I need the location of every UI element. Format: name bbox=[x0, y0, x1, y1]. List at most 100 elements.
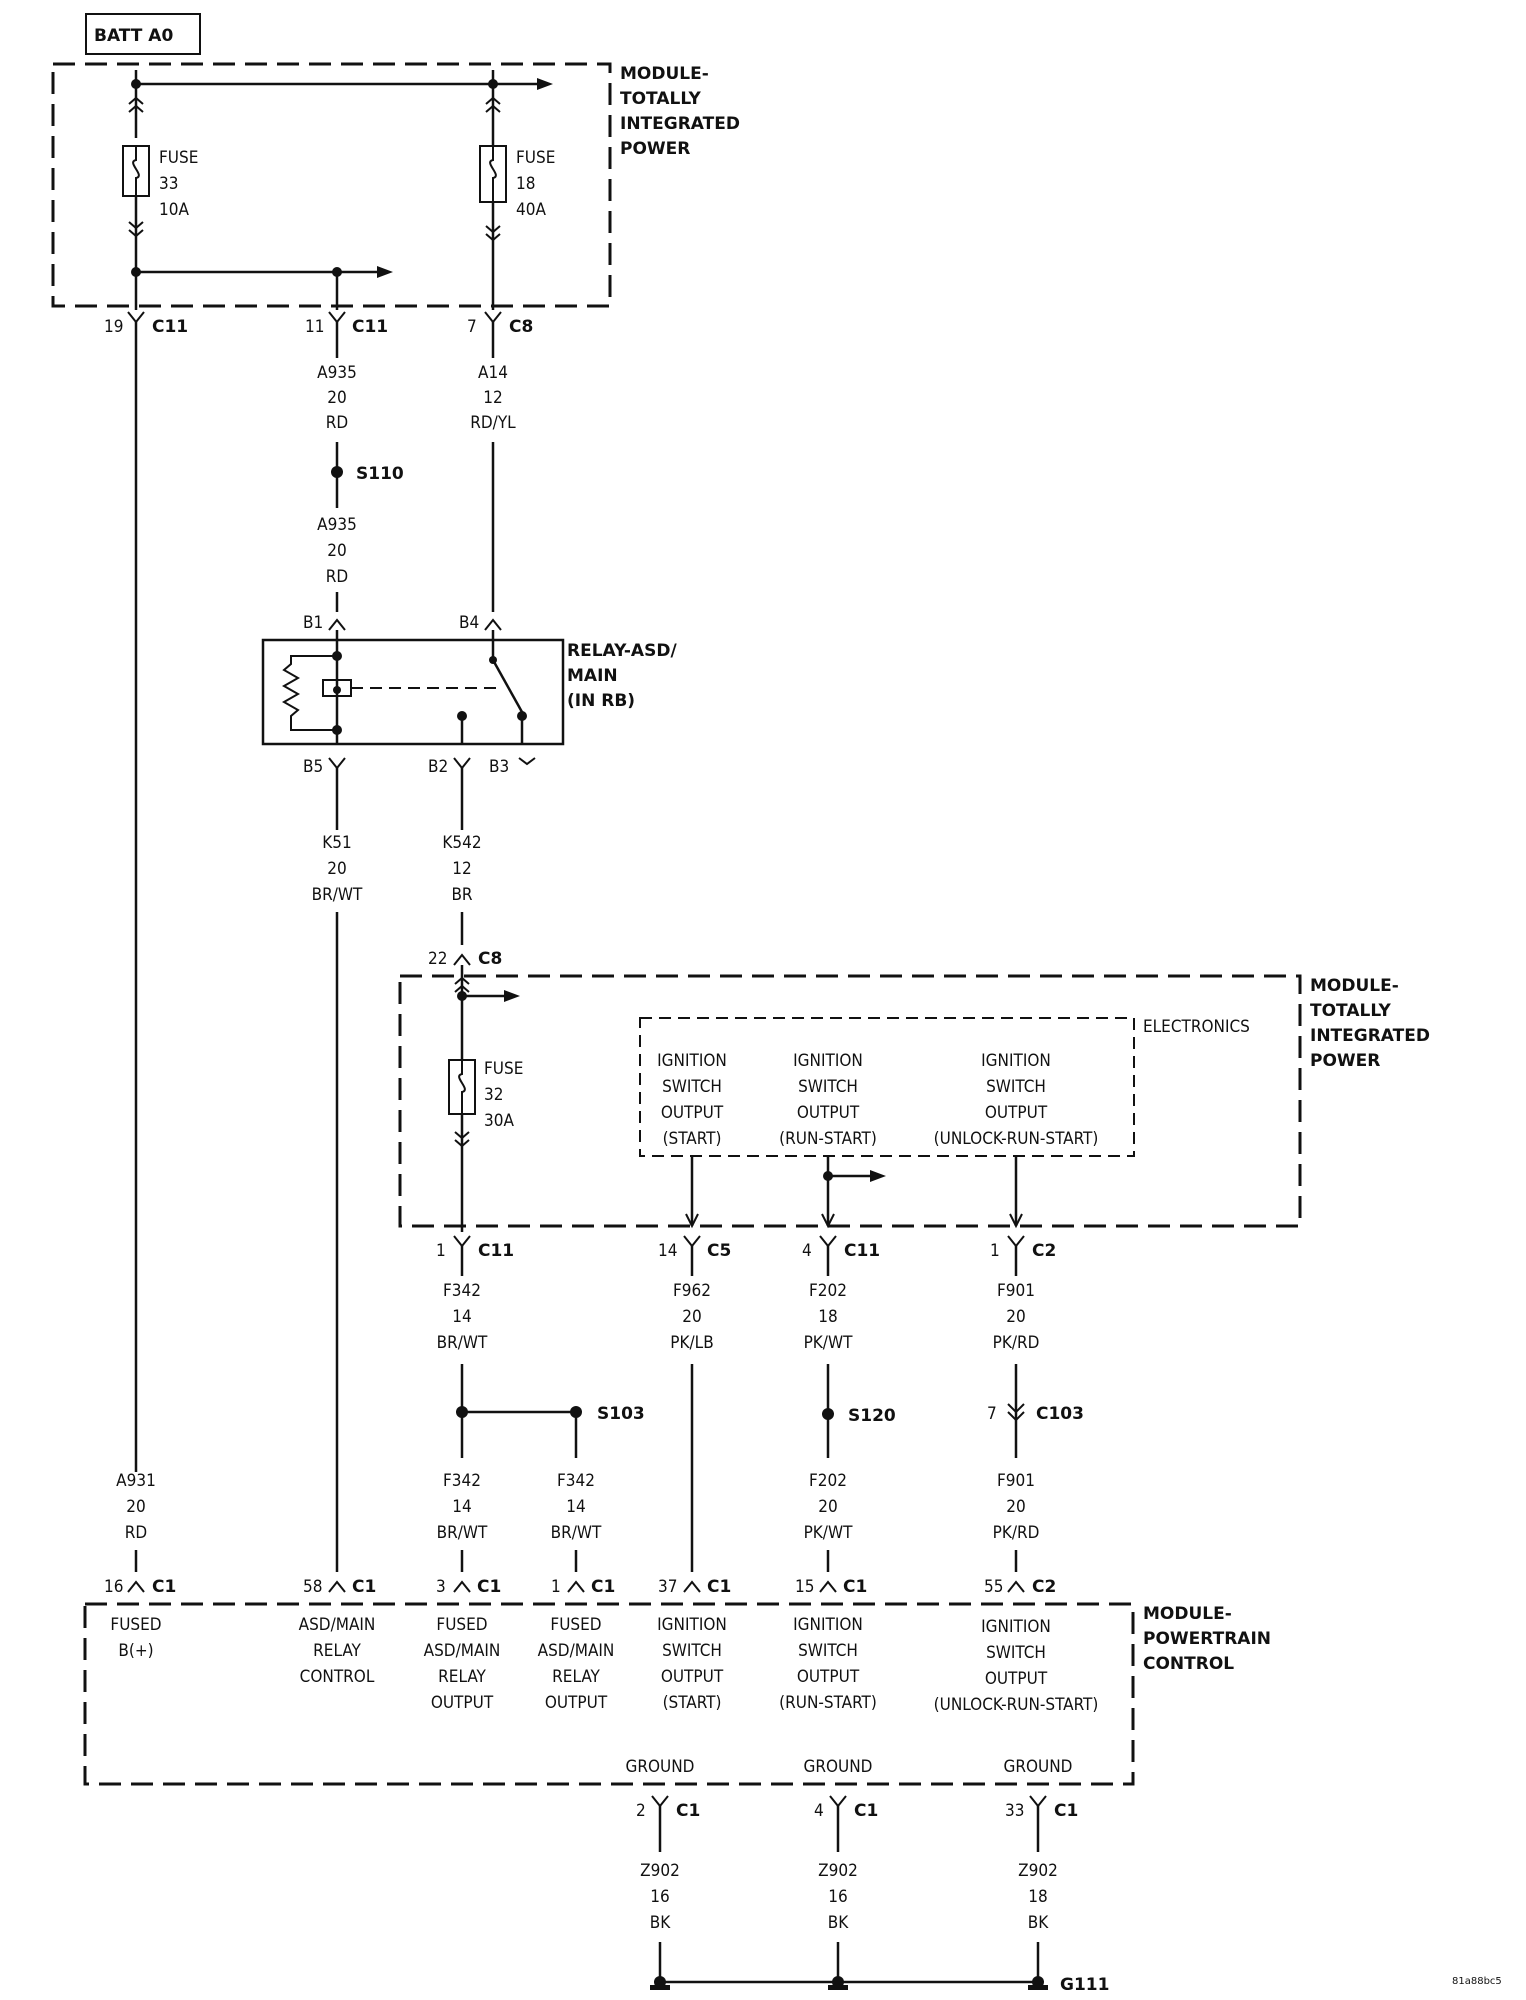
ign-output-start: IGNITION SWITCH OUTPUT (START) bbox=[657, 1051, 727, 1149]
svg-text:A931: A931 bbox=[116, 1471, 156, 1491]
pcm-ground-1: GROUND bbox=[626, 1757, 695, 1777]
svg-text:18: 18 bbox=[1028, 1887, 1047, 1907]
svg-text:19: 19 bbox=[104, 317, 123, 337]
svg-text:BR/WT: BR/WT bbox=[437, 1333, 488, 1353]
svg-text:BK: BK bbox=[1028, 1913, 1049, 1933]
svg-text:TOTALLY: TOTALLY bbox=[1310, 1001, 1391, 1021]
tipm-mid-label: MODULE- TOTALLY INTEGRATED POWER bbox=[1310, 976, 1430, 1071]
svg-text:B2: B2 bbox=[428, 757, 448, 777]
svg-text:A935: A935 bbox=[317, 515, 357, 535]
svg-text:PK/RD: PK/RD bbox=[993, 1523, 1040, 1543]
svg-text:MODULE-: MODULE- bbox=[620, 64, 709, 84]
tipm-mid-boundary bbox=[398, 974, 1302, 1228]
svg-text:16: 16 bbox=[828, 1887, 847, 1907]
svg-text:FUSED: FUSED bbox=[436, 1615, 487, 1635]
output-arrow bbox=[870, 1170, 886, 1182]
svg-text:(RUN-START): (RUN-START) bbox=[779, 1693, 877, 1713]
svg-text:RD: RD bbox=[125, 1523, 147, 1543]
svg-text:C8: C8 bbox=[478, 949, 502, 969]
svg-text:C1: C1 bbox=[477, 1577, 501, 1597]
svg-text:20: 20 bbox=[327, 388, 346, 408]
svg-text:CONTROL: CONTROL bbox=[300, 1667, 375, 1687]
svg-text:C1: C1 bbox=[152, 1577, 176, 1597]
svg-text:OUTPUT: OUTPUT bbox=[797, 1667, 860, 1687]
svg-text:37: 37 bbox=[658, 1577, 677, 1597]
svg-text:(IN RB): (IN RB) bbox=[567, 691, 635, 711]
svg-text:C11: C11 bbox=[352, 317, 388, 337]
svg-text:32: 32 bbox=[484, 1085, 503, 1105]
relay-body bbox=[261, 638, 565, 746]
svg-text:PK/RD: PK/RD bbox=[993, 1333, 1040, 1353]
splice-s120-label: S120 bbox=[848, 1406, 896, 1426]
svg-text:RELAY: RELAY bbox=[438, 1667, 486, 1687]
svg-text:7: 7 bbox=[467, 317, 477, 337]
wire-f202-lower: F202 20 PK/WT bbox=[804, 1471, 854, 1543]
svg-text:MODULE-: MODULE- bbox=[1310, 976, 1399, 996]
connector-c1: 19 C11 bbox=[104, 311, 188, 337]
svg-text:14: 14 bbox=[658, 1241, 677, 1261]
ground-pin-33: 33 C1 bbox=[1005, 1795, 1078, 1821]
batt-label-box bbox=[85, 13, 201, 55]
connector-c9: 7 C103 bbox=[987, 1403, 1084, 1424]
svg-text:TOTALLY: TOTALLY bbox=[620, 89, 701, 109]
svg-text:FUSED: FUSED bbox=[110, 1615, 161, 1635]
svg-text:22: 22 bbox=[428, 949, 447, 969]
svg-text:OUTPUT: OUTPUT bbox=[545, 1693, 608, 1713]
svg-text:30A: 30A bbox=[484, 1111, 514, 1131]
connector-c8: 1 C2 bbox=[990, 1235, 1056, 1261]
pcm-asd-relay-output-1: FUSED ASD/MAIN RELAY OUTPUT bbox=[424, 1615, 501, 1713]
connector-c2: 11 C11 bbox=[305, 311, 388, 337]
svg-text:A14: A14 bbox=[478, 363, 508, 383]
svg-text:OUTPUT: OUTPUT bbox=[797, 1103, 860, 1123]
svg-text:C11: C11 bbox=[478, 1241, 514, 1261]
svg-text:PK/WT: PK/WT bbox=[804, 1523, 854, 1543]
svg-text:(RUN-START): (RUN-START) bbox=[779, 1129, 877, 1149]
svg-text:B1: B1 bbox=[303, 613, 323, 633]
svg-text:12: 12 bbox=[452, 859, 471, 879]
svg-text:F342: F342 bbox=[443, 1471, 481, 1491]
electronics-label: ELECTRONICS bbox=[1143, 1017, 1250, 1037]
image-code: 81a88bc5 bbox=[1452, 1976, 1502, 1987]
svg-text:ASD/MAIN: ASD/MAIN bbox=[424, 1641, 501, 1661]
svg-text:F901: F901 bbox=[997, 1471, 1035, 1491]
svg-text:PK/LB: PK/LB bbox=[670, 1333, 713, 1353]
pcm-pin-16: 16 C1 bbox=[104, 1577, 176, 1597]
wire-f962: F962 20 PK/LB bbox=[670, 1281, 713, 1353]
svg-text:POWERTRAIN: POWERTRAIN bbox=[1143, 1629, 1271, 1649]
fuse-18-label: FUSE 18 40A bbox=[516, 148, 555, 220]
svg-text:C1: C1 bbox=[854, 1801, 878, 1821]
svg-text:20: 20 bbox=[818, 1497, 837, 1517]
svg-text:B3: B3 bbox=[489, 757, 509, 777]
pcm-pin-55: 55 C2 bbox=[984, 1577, 1056, 1597]
svg-text:15: 15 bbox=[795, 1577, 814, 1597]
svg-text:4: 4 bbox=[814, 1801, 824, 1821]
fuse-33-label: FUSE 33 10A bbox=[159, 148, 198, 220]
svg-text:FUSED: FUSED bbox=[550, 1615, 601, 1635]
svg-text:K542: K542 bbox=[442, 833, 481, 853]
svg-text:BR/WT: BR/WT bbox=[312, 885, 363, 905]
connector-c6: 14 C5 bbox=[658, 1235, 731, 1261]
connector-c4: 22 C8 bbox=[428, 949, 502, 969]
svg-text:Z902: Z902 bbox=[640, 1861, 680, 1881]
pcm-pin-37: 37 C1 bbox=[658, 1577, 731, 1597]
svg-text:F901: F901 bbox=[997, 1281, 1035, 1301]
svg-text:14: 14 bbox=[452, 1307, 471, 1327]
svg-text:C1: C1 bbox=[843, 1577, 867, 1597]
svg-text:20: 20 bbox=[1006, 1307, 1025, 1327]
svg-text:FUSE: FUSE bbox=[159, 148, 198, 168]
tipm-top-label: MODULE- TOTALLY INTEGRATED POWER bbox=[620, 64, 740, 159]
svg-text:33: 33 bbox=[1005, 1801, 1024, 1821]
svg-text:58: 58 bbox=[303, 1577, 322, 1597]
pcm-fused-bplus: FUSED B(+) bbox=[110, 1615, 161, 1661]
svg-text:RELAY-ASD/: RELAY-ASD/ bbox=[567, 641, 677, 661]
output-arrow bbox=[537, 78, 553, 90]
svg-text:RELAY: RELAY bbox=[313, 1641, 361, 1661]
svg-text:40A: 40A bbox=[516, 200, 546, 220]
ground-node bbox=[1028, 1976, 1048, 1990]
svg-text:11: 11 bbox=[305, 317, 324, 337]
wire-z902-2: Z902 16 BK bbox=[818, 1861, 858, 1933]
svg-text:B4: B4 bbox=[459, 613, 479, 633]
svg-text:INTEGRATED: INTEGRATED bbox=[620, 114, 740, 134]
svg-text:F202: F202 bbox=[809, 1471, 847, 1491]
svg-text:MAIN: MAIN bbox=[567, 666, 618, 686]
